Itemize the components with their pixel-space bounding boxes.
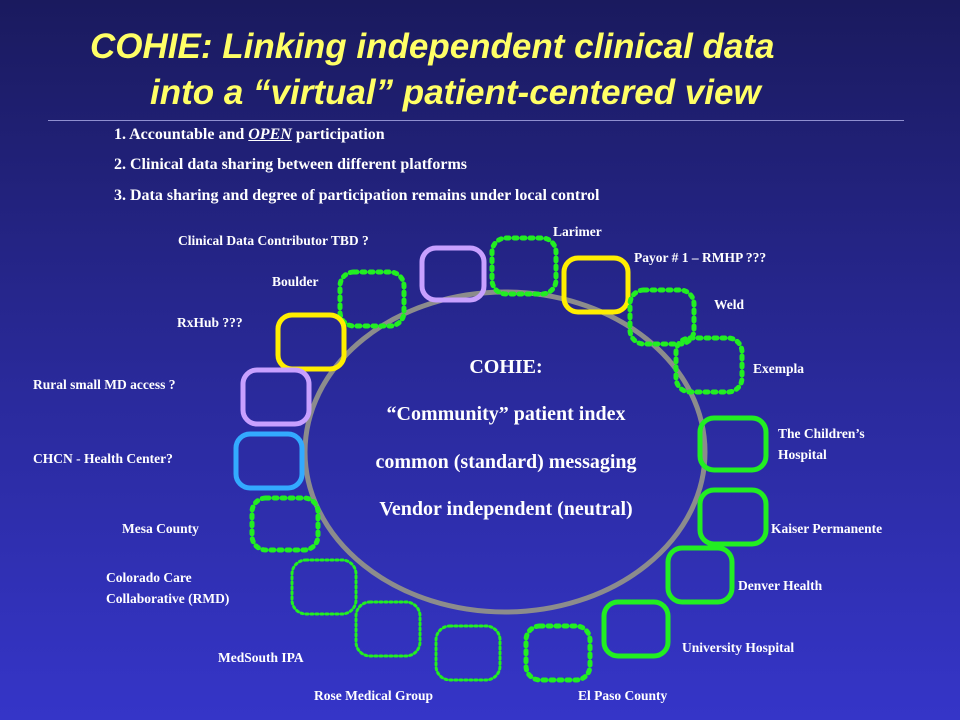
point-1-prefix: 1. Accountable and xyxy=(114,126,249,143)
node-shape-clinical-tbd xyxy=(419,245,487,303)
node-shape-rxhub xyxy=(275,312,347,372)
hub-line-patient-index: “Community” patient index xyxy=(386,403,626,425)
node-shape-larimer xyxy=(489,235,559,297)
node-shape-rural xyxy=(240,367,312,427)
node-shape-rose xyxy=(434,624,502,682)
title-line-1: COHIE: Linking independent clinical data xyxy=(90,27,775,66)
label-boulder: Boulder xyxy=(272,274,319,289)
hub-line-messaging: common (standard) messaging xyxy=(375,451,637,473)
node-shape-weld xyxy=(627,287,697,347)
label-rxhub: RxHub ??? xyxy=(177,315,243,330)
label-university: University Hospital xyxy=(682,640,795,655)
label-rural: Rural small MD access ? xyxy=(33,377,176,392)
label-ccc-1: Colorado Care xyxy=(106,570,192,585)
node-shape-mesa xyxy=(249,495,321,553)
label-payor: Payor # 1 – RMHP ??? xyxy=(634,250,767,265)
title-divider xyxy=(48,120,904,121)
label-rose: Rose Medical Group xyxy=(314,688,433,703)
point-1: 1. Accountable and OPEN participation xyxy=(114,126,385,144)
node-shape-university xyxy=(601,599,671,659)
node-shape-elpaso xyxy=(523,623,593,683)
node-shape-exempla xyxy=(673,335,745,395)
title-line-2: into a “virtual” patient-centered view xyxy=(150,73,761,112)
label-medsouth: MedSouth IPA xyxy=(218,650,304,665)
node-shape-kaiser xyxy=(697,487,769,547)
node-shape-childrens xyxy=(697,415,769,473)
node-shape-medsouth xyxy=(354,600,422,658)
node-shape-ccc xyxy=(290,558,358,616)
hub-title: COHIE: xyxy=(469,356,543,378)
node-shape-chcn xyxy=(233,431,305,491)
label-denver: Denver Health xyxy=(738,578,823,593)
label-childrens-1: The Children’s xyxy=(778,426,865,441)
point-1-suffix: participation xyxy=(291,126,385,143)
label-elpaso: El Paso County xyxy=(578,688,668,703)
node-shape-denver xyxy=(665,545,735,605)
node-shape-payor xyxy=(561,255,631,315)
point-2: 2. Clinical data sharing between differe… xyxy=(114,156,468,173)
hub-line-vendor: Vendor independent (neutral) xyxy=(379,498,633,520)
label-larimer: Larimer xyxy=(553,224,602,239)
label-mesa: Mesa County xyxy=(122,521,199,536)
point-3: 3. Data sharing and degree of participat… xyxy=(114,187,600,204)
label-chcn: CHCN - Health Center? xyxy=(33,451,173,466)
label-clinical-tbd: Clinical Data Contributor TBD ? xyxy=(178,233,369,248)
node-shape-boulder xyxy=(337,269,407,329)
label-ccc-2: Collaborative (RMD) xyxy=(106,591,230,606)
label-kaiser: Kaiser Permanente xyxy=(771,521,883,536)
label-weld: Weld xyxy=(714,297,745,312)
label-childrens-2: Hospital xyxy=(778,447,827,462)
label-exempla: Exempla xyxy=(753,361,805,376)
point-1-emphasis: OPEN xyxy=(248,126,292,143)
